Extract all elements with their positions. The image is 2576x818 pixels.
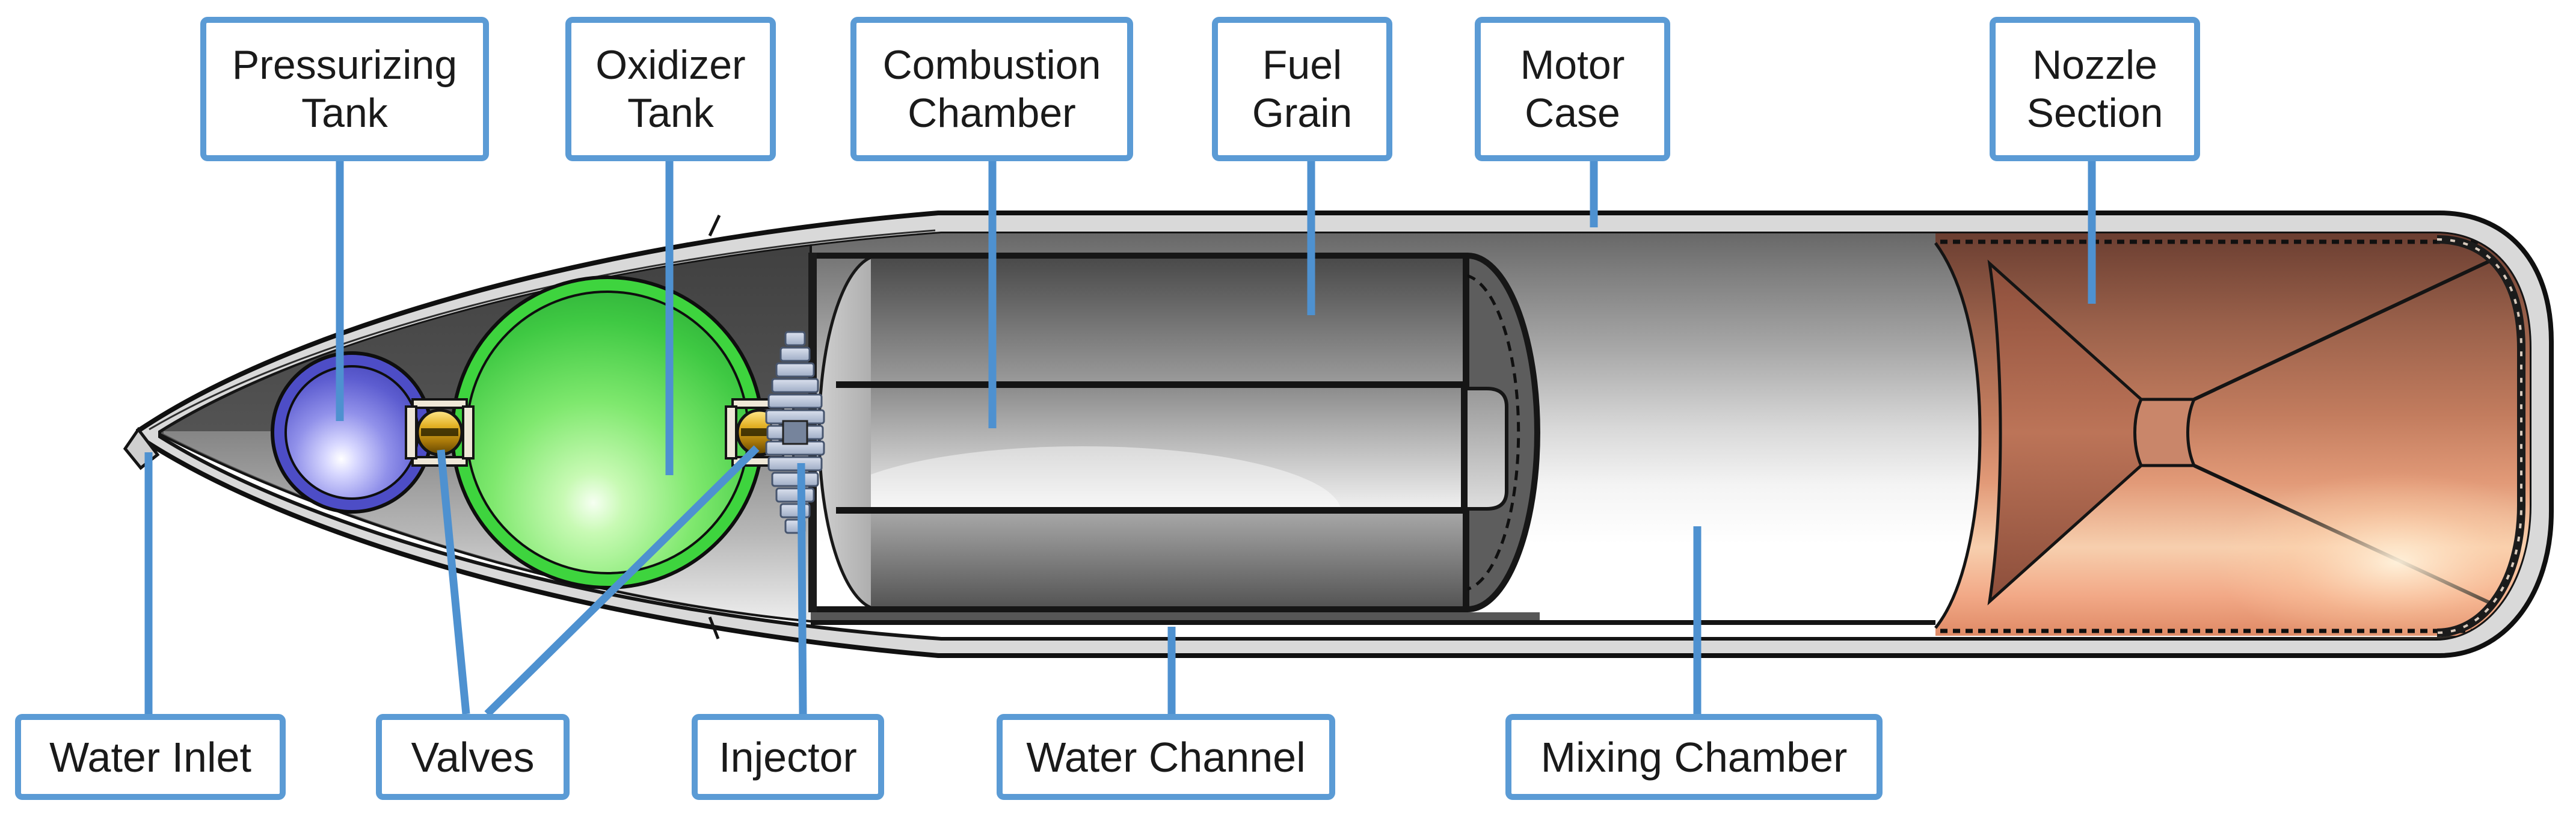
injector-plate [784, 331, 806, 346]
label-nozzle-section: Nozzle Section [1990, 17, 2200, 161]
hull-seam-top [708, 214, 721, 237]
label-water-inlet-text: Water Inlet [49, 733, 251, 781]
chamber-aft-dome-threads [1466, 274, 1520, 591]
label-mixing-chamber-text: Mixing Chamber [1540, 733, 1848, 781]
label-fuel-grain: Fuel Grain [1212, 17, 1392, 161]
injector-plate [775, 362, 815, 378]
oxidizer-tank-sphere [466, 291, 749, 574]
valve-1 [405, 398, 475, 467]
leader-lines [144, 161, 2096, 717]
nozzle-throat [2133, 398, 2196, 467]
nozzle-diverging-edge-top [2193, 257, 2496, 401]
injector-plate [771, 378, 819, 393]
label-oxidizer-tank-text: Oxidizer Tank [595, 42, 746, 136]
port-glow-group [871, 446, 1341, 508]
label-valves: Valves [376, 714, 570, 800]
combustion-chamber-assembly [808, 253, 1540, 612]
port-glow [871, 446, 1341, 508]
tail-rim-ring [2436, 235, 2525, 637]
nozzle-converging-cone [1987, 259, 2143, 606]
fuel-grain-end-line [1463, 259, 1468, 606]
label-oxidizer-tank: Oxidizer Tank [565, 17, 776, 161]
label-mixing-chamber: Mixing Chamber [1505, 714, 1883, 800]
label-combustion-chamber-text: Combustion Chamber [882, 42, 1101, 136]
label-water-channel-text: Water Channel [1026, 733, 1306, 781]
fuel-grain-top [871, 259, 1463, 385]
label-motor-case-text: Motor Case [1520, 42, 1625, 136]
injector-plate [779, 346, 811, 362]
hull-seam-bottom [708, 617, 720, 639]
injector-plate [767, 393, 823, 409]
label-injector-text: Injector [719, 733, 857, 781]
chamber-wall-outline [811, 253, 1540, 612]
leader-valves-1 [437, 449, 470, 715]
label-fuel-grain-text: Fuel Grain [1252, 42, 1353, 136]
leader-injector [797, 463, 807, 715]
pressurizing-tank-sphere [284, 365, 419, 500]
label-pressurizing-tank-text: Pressurizing Tank [232, 42, 458, 136]
valve-1-slot [421, 428, 458, 436]
nose-lamination-line [149, 229, 936, 431]
inner-wall-line [811, 620, 1935, 625]
label-water-channel: Water Channel [997, 714, 1335, 800]
combustion-chamber-port [871, 385, 1463, 508]
fuel-grain-bottom [871, 508, 1463, 606]
label-water-inlet: Water Inlet [15, 714, 286, 800]
port-edge-bottom [836, 507, 1465, 514]
injector-hub [782, 420, 808, 445]
valve-2-bracket-left [725, 405, 737, 460]
copper-front-edge [1934, 242, 1982, 629]
leader-valves-2 [484, 445, 760, 717]
label-injector: Injector [692, 714, 884, 800]
injector-plate [767, 456, 823, 472]
label-nozzle-section-text: Nozzle Section [2026, 42, 2163, 136]
chamber-aft-boss [1461, 387, 1508, 511]
label-combustion-chamber: Combustion Chamber [850, 17, 1133, 161]
injector-plate [771, 472, 819, 487]
label-valves-text: Valves [411, 733, 535, 781]
label-motor-case: Motor Case [1475, 17, 1670, 161]
injector-plate [775, 487, 815, 503]
valve-1-flange-top [411, 398, 468, 409]
mixing-chamber-aft-wall [1935, 243, 1980, 628]
valve-1-bracket-left [405, 405, 417, 460]
valve-1-bracket-right [462, 405, 475, 460]
under-chamber-shadow [811, 612, 1540, 620]
label-pressurizing-tank: Pressurizing Tank [200, 17, 489, 161]
injector-assembly [765, 331, 825, 534]
port-edge-top [836, 381, 1465, 388]
nozzle-details [1934, 235, 2530, 639]
